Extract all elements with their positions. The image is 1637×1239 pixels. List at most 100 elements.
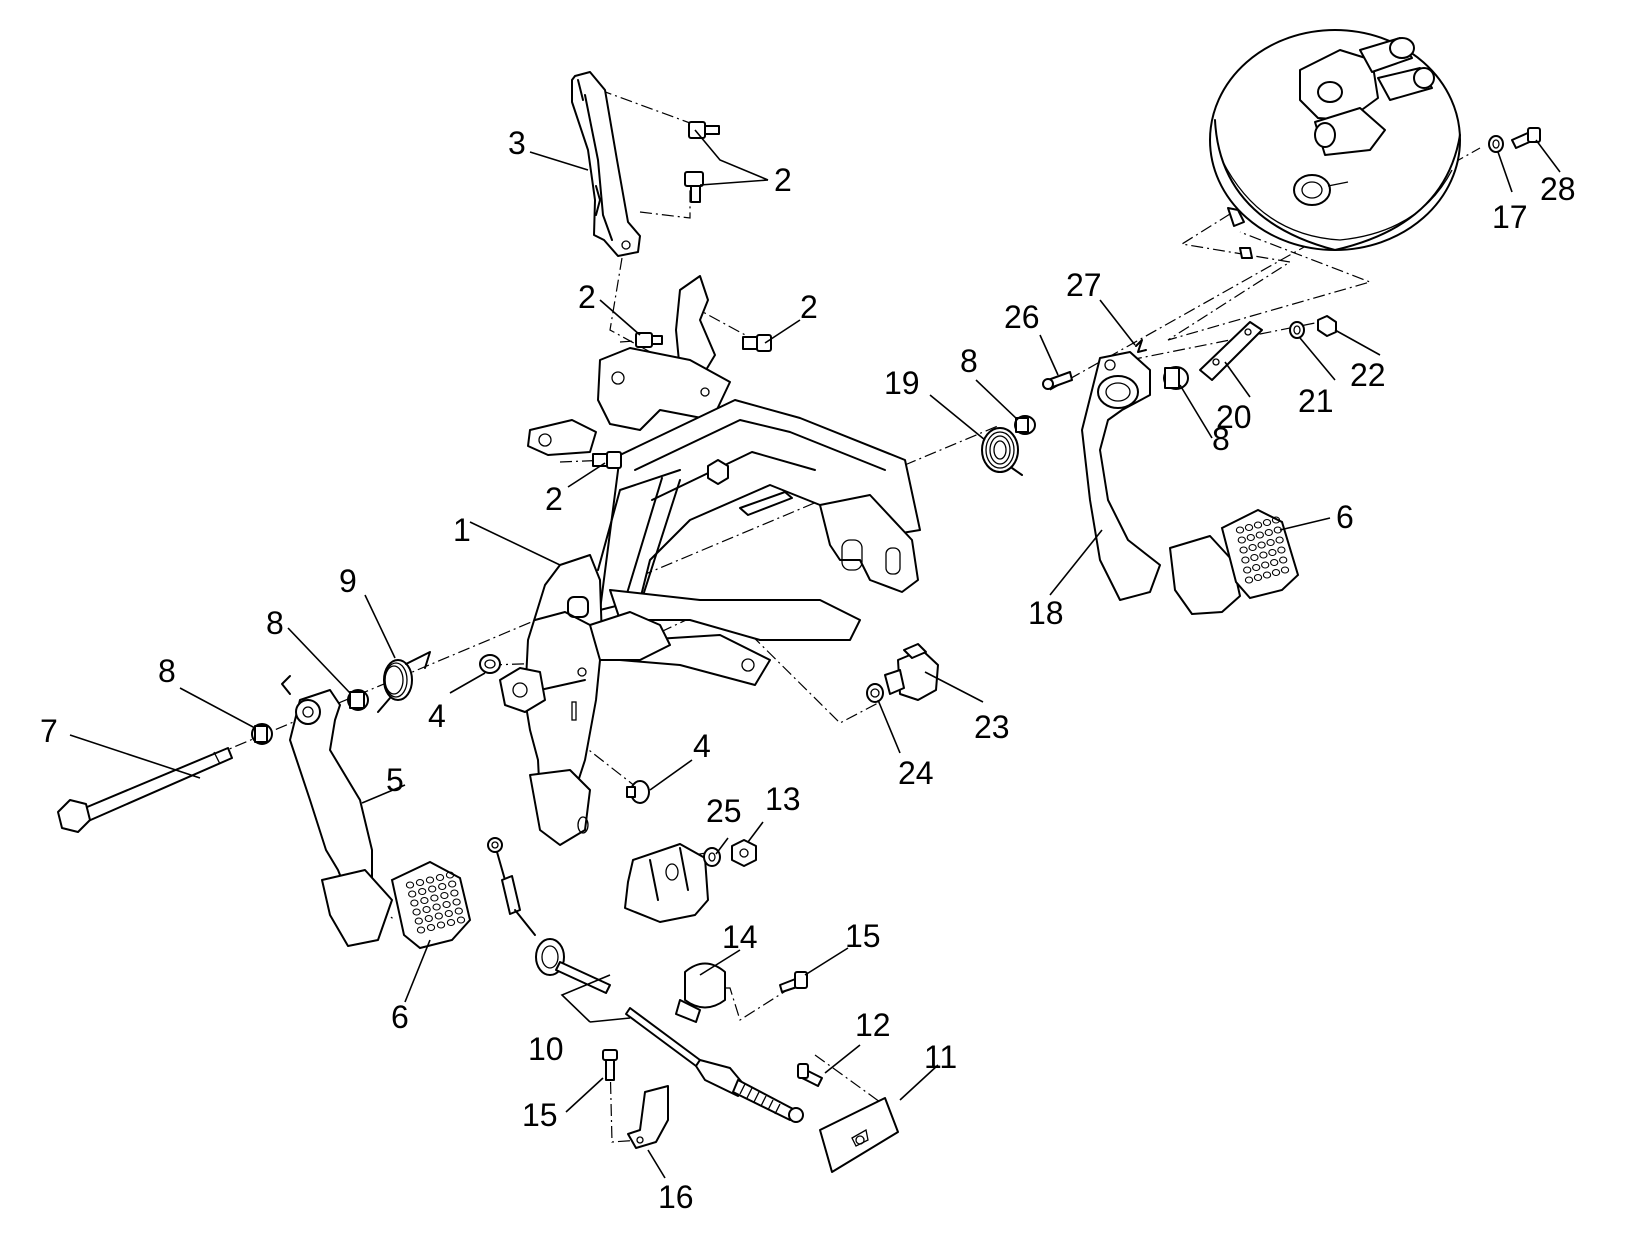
- washer-17: [1488, 135, 1504, 153]
- pedal-pad-right: [1220, 508, 1300, 600]
- callout-2-d: 2: [545, 481, 563, 517]
- callout-23: 23: [974, 709, 1010, 745]
- pad-texture-dot: [1266, 538, 1275, 547]
- leader-lines: [69, 129, 1561, 1179]
- callout-8-c: 8: [960, 343, 978, 379]
- pad-texture-dot: [1253, 573, 1263, 582]
- pad-texture-dot: [1255, 531, 1264, 539]
- callout-6-b: 6: [391, 999, 409, 1035]
- pad-texture-dot: [445, 871, 455, 879]
- callout-19: 19: [884, 365, 920, 401]
- pad-texture-dot: [1252, 563, 1261, 572]
- nut-13: [731, 839, 757, 867]
- mount-block: [624, 843, 709, 923]
- callout-28: 28: [1540, 171, 1576, 207]
- pad-texture-dot: [422, 905, 431, 914]
- pad-texture-dot: [450, 889, 459, 897]
- callout-15-a: 15: [845, 918, 881, 954]
- callout-7: 7: [40, 713, 58, 749]
- pedal-pad-left: [390, 860, 472, 950]
- pivot-bush-right-b: [1163, 366, 1189, 390]
- callout-14: 14: [722, 919, 758, 955]
- callout-4-a: 4: [428, 698, 446, 734]
- callout-11: 11: [924, 1039, 957, 1075]
- callout-8-d: 8: [1212, 421, 1230, 457]
- upper-support-bracket: [571, 71, 641, 257]
- washer-21: [1289, 321, 1305, 339]
- pad-texture-dot: [1268, 548, 1277, 557]
- stop-lamp-plate: [1199, 321, 1263, 381]
- callout-12: 12: [855, 1007, 891, 1043]
- pad-texture-dot: [440, 891, 449, 900]
- pad-texture-dot: [452, 898, 461, 906]
- bushing-lower: [626, 780, 650, 804]
- pad-texture-dot: [435, 873, 445, 882]
- pad-texture-dot: [426, 923, 436, 932]
- screw-15-upper: [779, 971, 808, 993]
- brake-return-spring: [981, 427, 1023, 476]
- pad-texture-dot: [1235, 526, 1245, 534]
- callout-8-a: 8: [158, 653, 176, 689]
- callout-24: 24: [898, 755, 934, 791]
- pad-texture-dot: [420, 896, 429, 905]
- callout-2-b: 2: [578, 279, 596, 315]
- pad-texture-dot: [418, 887, 427, 896]
- callout-13: 13: [765, 781, 801, 817]
- pad-texture-dot: [438, 882, 447, 891]
- callout-3: 3: [508, 125, 526, 161]
- callout-15-b: 15: [522, 1097, 558, 1133]
- pad-texture-dot: [1275, 536, 1284, 544]
- callout-8-b: 8: [266, 605, 284, 641]
- pad-texture-dot: [442, 900, 451, 909]
- callout-22: 22: [1350, 357, 1386, 393]
- pad-texture-dot: [434, 912, 443, 920]
- clutch-cable: [487, 837, 804, 1123]
- callout-25: 25: [706, 793, 742, 829]
- callout-6-a: 6: [1336, 499, 1354, 535]
- brake-pedal-arm: [1081, 351, 1241, 615]
- brake-booster: [1209, 29, 1461, 259]
- callout-20: 20: [1216, 399, 1252, 435]
- callout-2-a: 2: [774, 162, 792, 198]
- pad-texture-dot: [412, 908, 421, 916]
- pad-texture-dot: [405, 881, 415, 889]
- bolt-28: [1511, 127, 1541, 149]
- pad-texture-dot: [1237, 536, 1246, 544]
- pad-texture-dot: [1270, 558, 1279, 567]
- pad-texture-dot: [454, 907, 463, 915]
- bolt-group-frame: [592, 332, 772, 469]
- bolt-12: [797, 1063, 823, 1087]
- pad-texture-dot: [1277, 546, 1286, 554]
- callout-21: 21: [1298, 383, 1334, 419]
- pad-texture-dot: [1243, 566, 1252, 574]
- stop-lamp-switch: [884, 643, 939, 701]
- pad-texture-dot: [1261, 561, 1270, 569]
- pad-texture-dot: [432, 903, 441, 911]
- pad-texture-dot: [410, 899, 419, 907]
- pad-texture-dot: [415, 878, 425, 887]
- nut-22: [1317, 315, 1337, 337]
- bracket-clip-16: [627, 1085, 669, 1149]
- pad-texture-dot: [1262, 571, 1272, 579]
- callout-labels: 1 2 2 2 2 3 4 4 5 6 6 7 8 8 8 8 9 10 11 …: [40, 125, 1576, 1215]
- pad-texture-dot: [416, 926, 426, 934]
- lock-nut-24: [866, 683, 884, 703]
- pad-texture-dot: [446, 918, 456, 927]
- callout-4-b: 4: [693, 728, 711, 764]
- callout-17: 17: [1492, 199, 1528, 235]
- pivot-bush-left-a: [347, 689, 369, 711]
- pedal-bracket-frame: [499, 275, 921, 846]
- pedal-pivot-bolt: [57, 747, 233, 833]
- callout-5: 5: [386, 762, 404, 798]
- split-pin: [1135, 339, 1147, 353]
- pad-texture-dot: [1244, 523, 1254, 532]
- pad-texture-dot: [1271, 516, 1281, 524]
- pad-texture-dot: [1271, 568, 1281, 577]
- pad-texture-dot: [1248, 543, 1257, 552]
- pad-texture-dot: [1241, 556, 1250, 564]
- callout-18: 18: [1028, 595, 1064, 631]
- callout-10: 10: [528, 1031, 564, 1067]
- callout-16: 16: [658, 1179, 694, 1215]
